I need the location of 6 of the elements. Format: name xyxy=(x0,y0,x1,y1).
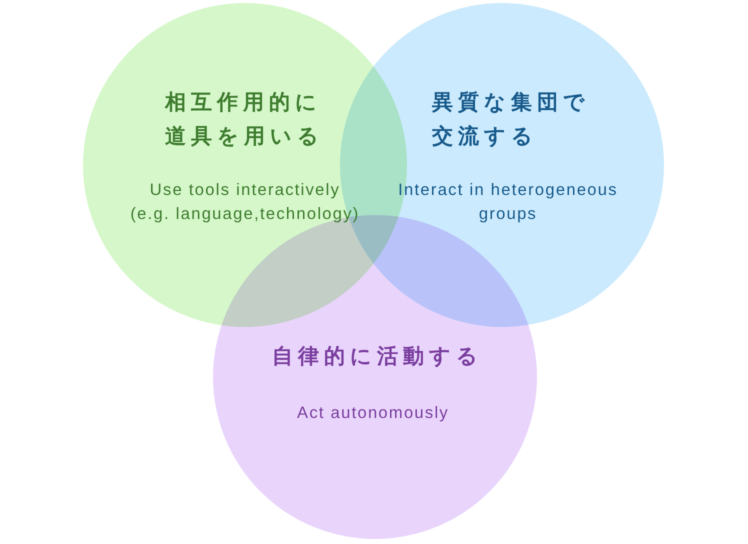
circle-title: 自律的に活動する xyxy=(272,344,484,370)
circle-title: 異質な集団で交流する xyxy=(432,90,591,150)
circle-description: Act autonomously xyxy=(296,403,450,424)
circle-title: 相互作用的に道具を用いる xyxy=(165,90,325,150)
circle-description: Interact in heterogeneous groups xyxy=(397,180,619,225)
circle-description: Use tools interactively (e.g. language,technology) xyxy=(129,180,361,225)
